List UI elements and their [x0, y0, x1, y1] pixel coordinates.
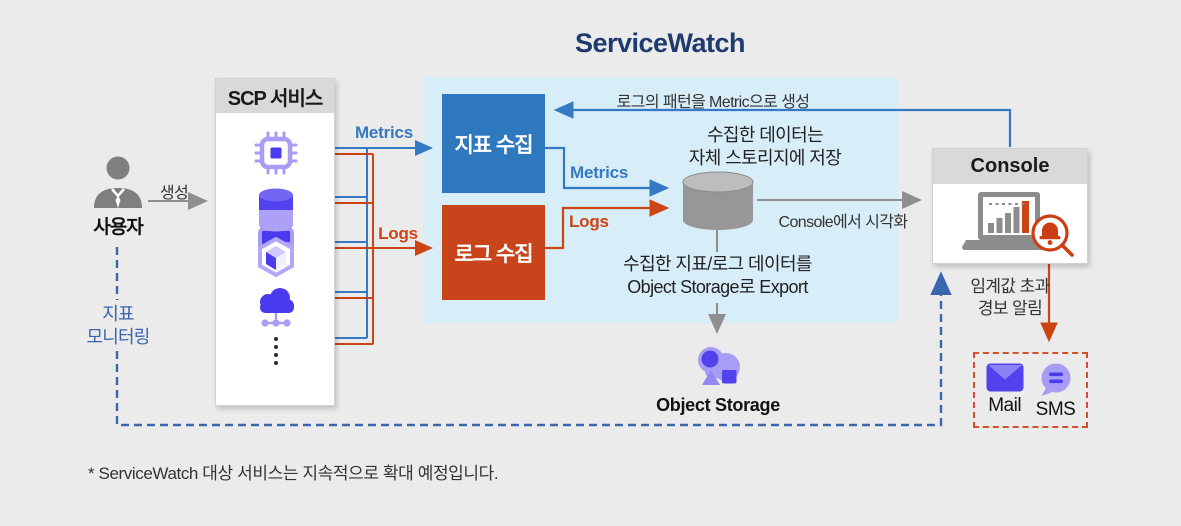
metrics-in-label: Metrics — [354, 123, 414, 142]
self-storage-note: 수집한 데이터는 자체 스토리지에 저장 — [688, 125, 842, 168]
metric-collector-box: 지표 수집 — [442, 94, 545, 193]
console-dashboard-icon — [962, 192, 1074, 257]
mail-label: Mail — [988, 395, 1022, 416]
object-storage-icon — [698, 347, 740, 385]
logs-out-label: Logs — [569, 212, 609, 231]
database-icon — [259, 188, 293, 232]
threshold-alert-note: 임계값 초과 경보 알림 — [970, 277, 1050, 319]
computing-icon — [254, 131, 298, 175]
sms-label: SMS — [1035, 399, 1076, 420]
export-note: 수집한 지표/로그 데이터를 Object Storage로 Export — [623, 254, 812, 297]
alert-channels-box: Mail SMS — [973, 352, 1088, 428]
network-cloud-icon — [260, 288, 294, 327]
console-visualize-note: Console에서 시각화 — [778, 214, 909, 231]
footer-note: * ServiceWatch 대상 서비스는 지속적으로 확대 예정입니다. — [88, 464, 499, 483]
create-arrow-label: 생성 — [159, 185, 189, 202]
storage-cylinder-icon — [682, 171, 754, 230]
metric-monitoring-label: 지표 모니터링 — [79, 300, 157, 351]
log-collector-box: 로그 수집 — [442, 205, 545, 300]
user-icon — [94, 156, 142, 208]
sms-channel: SMS — [1036, 363, 1076, 421]
mail-icon — [986, 363, 1024, 392]
scp-services-header: SCP 서비스 — [216, 79, 334, 113]
container-icon — [258, 237, 294, 277]
object-storage-label: Object Storage — [656, 395, 780, 415]
more-services-dots — [268, 333, 284, 369]
user-label: 사용자 — [93, 217, 143, 238]
mail-channel: Mail — [986, 363, 1024, 417]
scp-services-box: SCP 서비스 — [215, 78, 335, 406]
log-pattern-note: 로그의 패턴을 Metric으로 생성 — [616, 94, 810, 111]
metrics-out-label: Metrics — [570, 163, 629, 182]
console-header: Console — [933, 149, 1087, 184]
diagram-title: ServiceWatch — [574, 28, 746, 58]
logs-in-label: Logs — [378, 224, 418, 243]
sms-icon — [1041, 363, 1070, 396]
